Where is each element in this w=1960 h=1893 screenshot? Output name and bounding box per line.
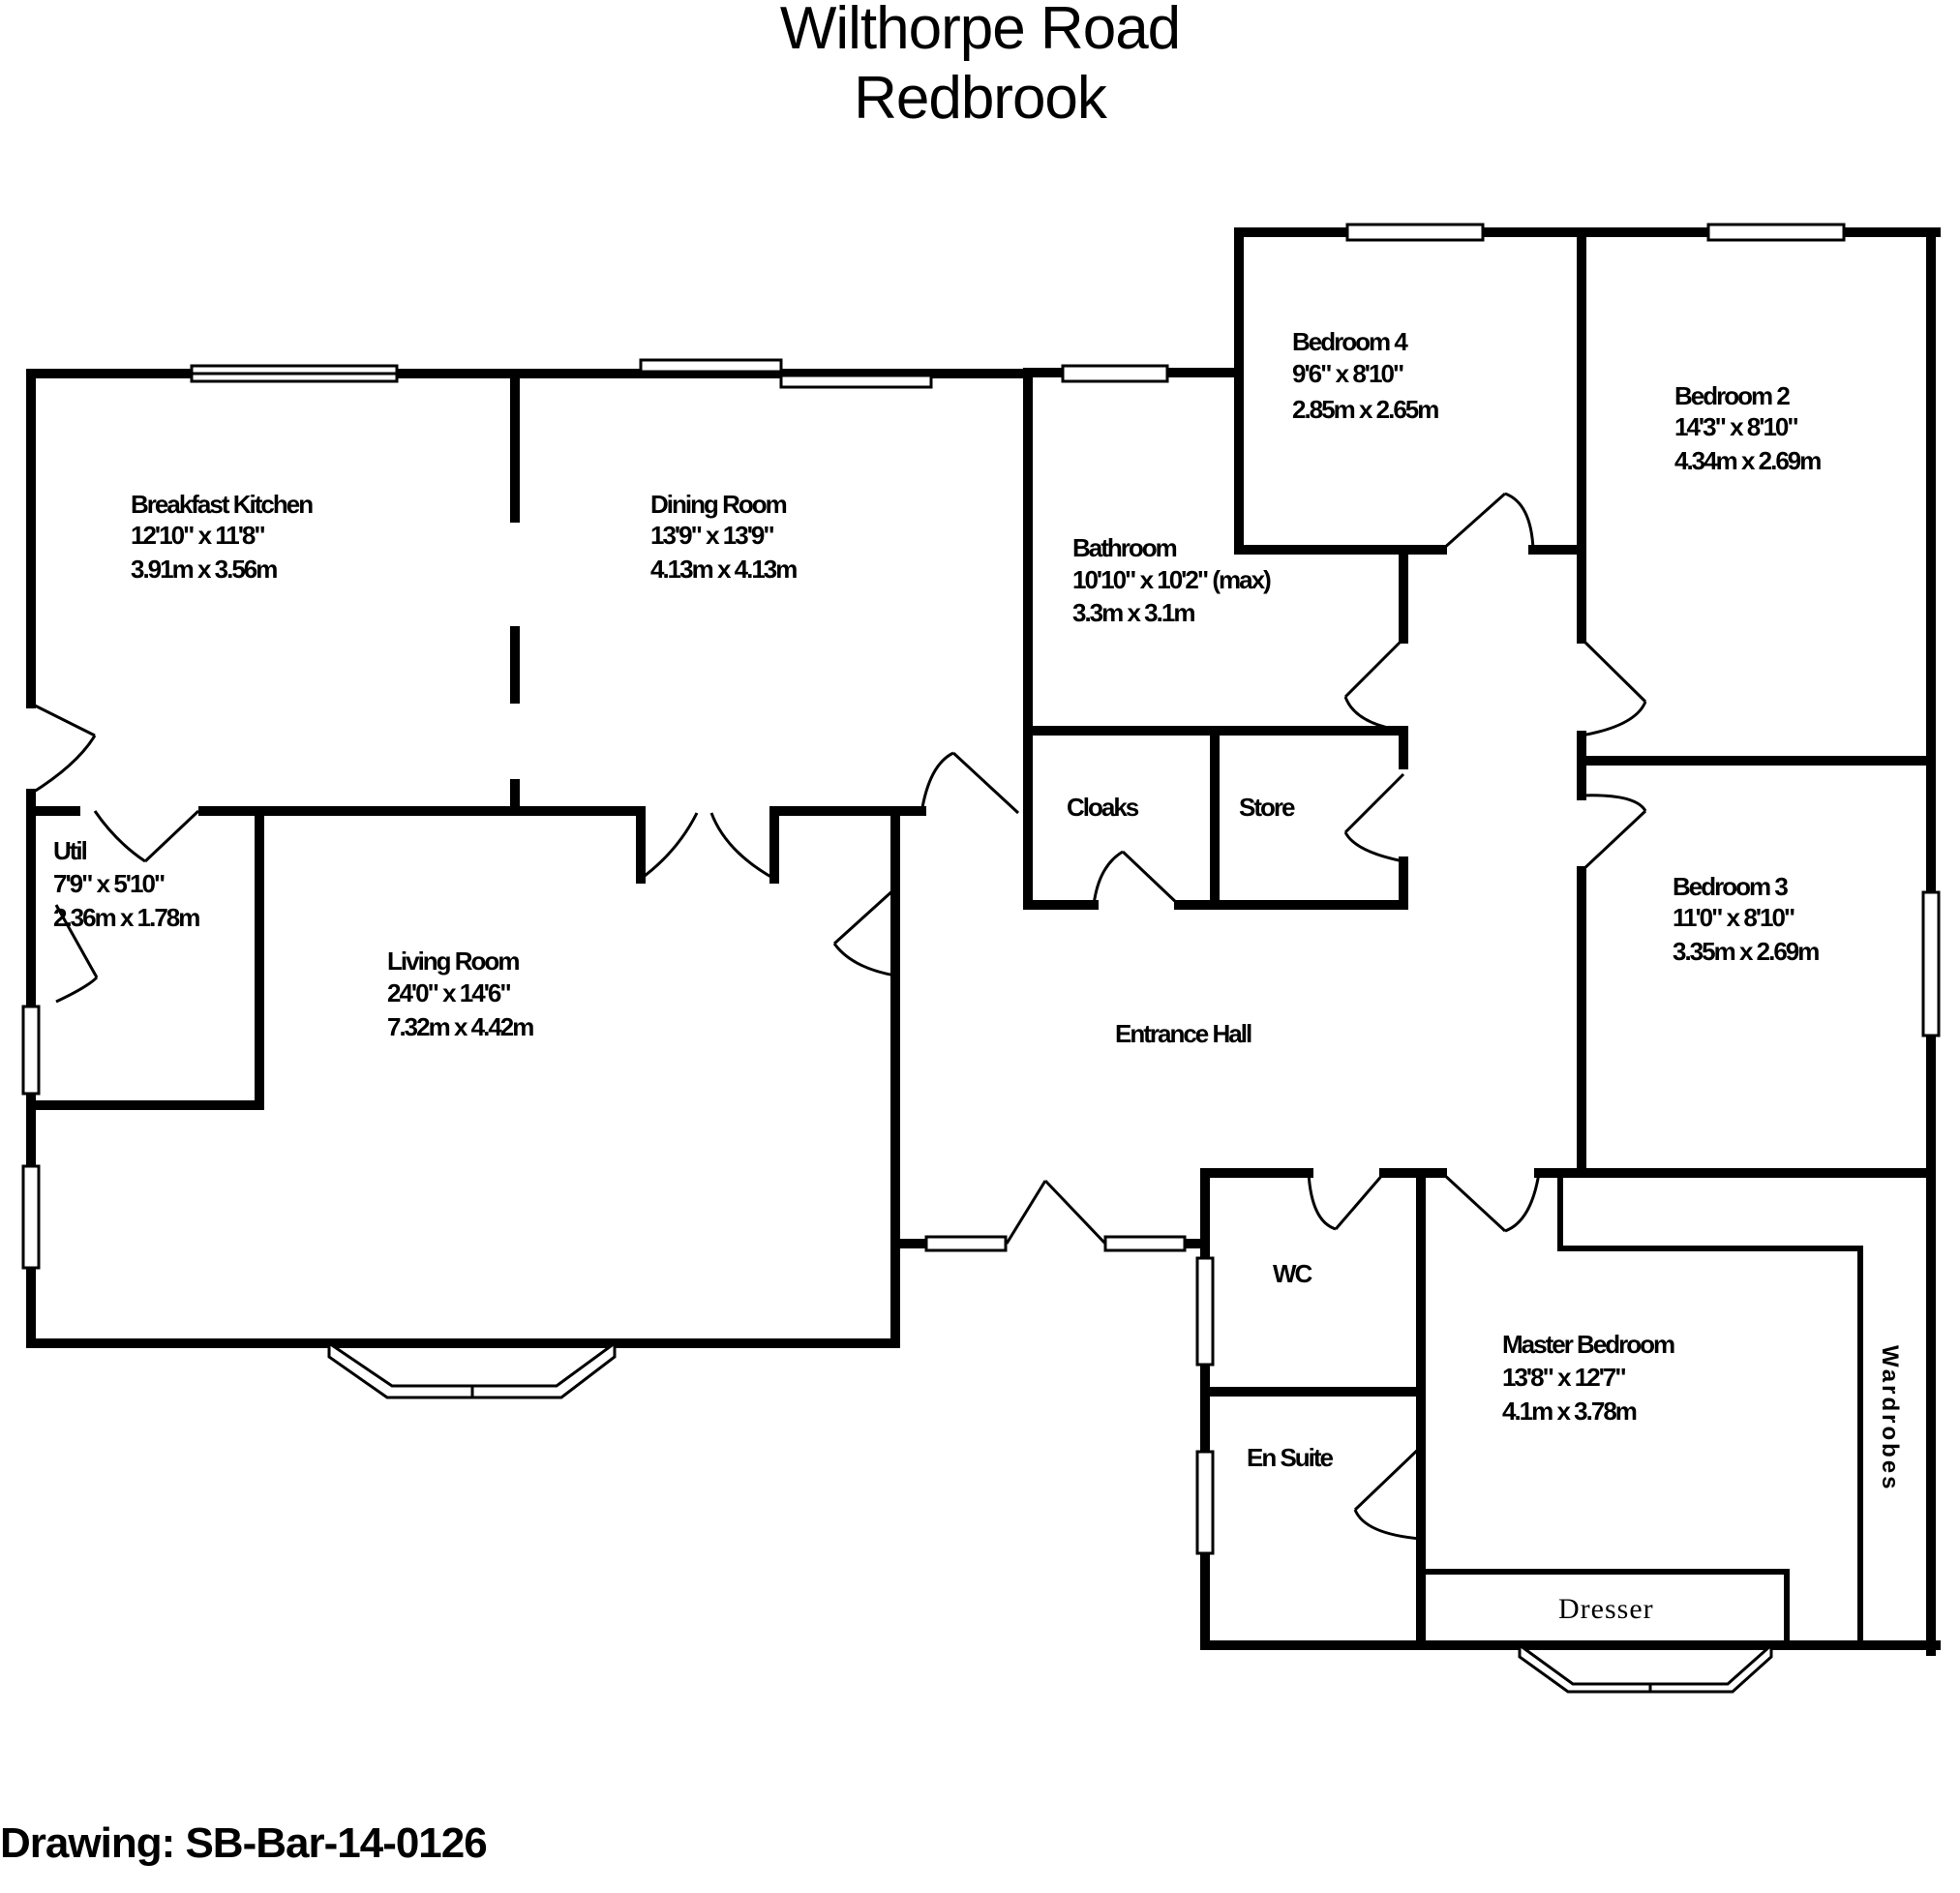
- bathroom-name: Bathroom: [1072, 533, 1177, 562]
- wc-name: WC: [1273, 1259, 1313, 1288]
- master-bedroom-metric: 4.1m x 3.78m: [1502, 1397, 1637, 1426]
- fixture-outlines: [1418, 1170, 1863, 1648]
- room-labels: Breakfast Kitchen 12'10" x 11'8" 3.91m x…: [53, 327, 1903, 1625]
- bedroom-2-name: Bedroom 2: [1674, 381, 1790, 410]
- bedroom-3-imperial: 11'0" x 8'10": [1673, 903, 1794, 932]
- bedroom-3-name: Bedroom 3: [1673, 872, 1788, 901]
- address-line-1: Wilthorpe Road: [779, 0, 1181, 62]
- living-room-name: Living Room: [387, 946, 519, 976]
- utility-metric: 2.36m x 1.78m: [53, 903, 199, 932]
- address-line-2: Redbrook: [854, 65, 1107, 132]
- wardrobes-label: Wardrobes: [1877, 1345, 1903, 1491]
- entrance-hall-name: Entrance Hall: [1115, 1019, 1251, 1048]
- living-room-metric: 7.32m x 4.42m: [387, 1012, 533, 1041]
- dining-room-metric: 4.13m x 4.13m: [650, 555, 797, 584]
- bathroom-imperial: 10'10" x 10'2" (max): [1072, 565, 1271, 594]
- dining-room-imperial: 13'9" x 13'9": [650, 521, 773, 550]
- bedroom-4-metric: 2.85m x 2.65m: [1292, 395, 1438, 424]
- drawing-reference: Drawing: SB-Bar-14-0126: [0, 1819, 488, 1867]
- windows: [21, 223, 1941, 1694]
- store-name: Store: [1239, 793, 1295, 822]
- breakfast-kitchen-imperial: 12'10" x 11'8": [131, 521, 264, 550]
- utility-imperial: 7'9" x 5'10": [53, 869, 165, 898]
- master-bedroom-name: Master Bedroom: [1502, 1330, 1674, 1359]
- living-room-imperial: 24'0" x 14'6": [387, 978, 510, 1007]
- breakfast-kitchen-name: Breakfast Kitchen: [131, 490, 313, 519]
- master-bedroom-imperial: 13'8" x 12'7": [1502, 1363, 1625, 1392]
- bedroom-4-imperial: 9'6" x 8'10": [1292, 359, 1403, 388]
- dining-room-name: Dining Room: [650, 490, 787, 519]
- bedroom-2-imperial: 14'3" x 8'10": [1674, 412, 1797, 441]
- bedroom-2-metric: 4.34m x 2.69m: [1674, 446, 1821, 475]
- walls: [26, 227, 1941, 1656]
- breakfast-kitchen-metric: 3.91m x 3.56m: [131, 555, 277, 584]
- en-suite-name: En Suite: [1247, 1443, 1334, 1472]
- bathroom-metric: 3.3m x 3.1m: [1072, 598, 1194, 627]
- doors: [30, 492, 1647, 1541]
- dresser-label: Dresser: [1558, 1593, 1654, 1625]
- utility-name: Util: [53, 836, 87, 865]
- bedroom-4-name: Bedroom 4: [1292, 327, 1408, 356]
- bedroom-3-metric: 3.35m x 2.69m: [1673, 937, 1819, 966]
- cloaks-name: Cloaks: [1067, 793, 1139, 822]
